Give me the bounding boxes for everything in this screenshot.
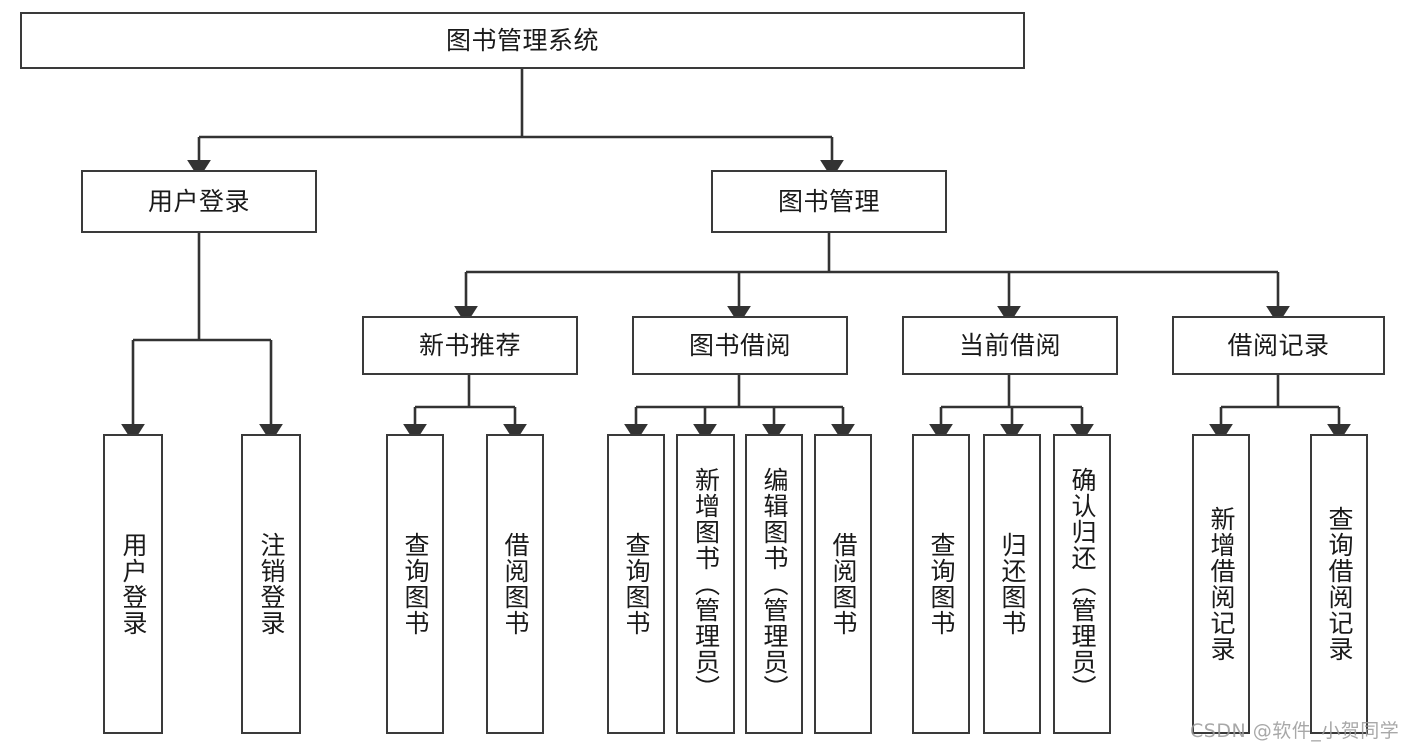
node-leaf-query-book-3[interactable]: 查询图书 — [912, 434, 970, 734]
node-root-label: 图书管理系统 — [445, 25, 599, 55]
node-leaf-edit-book[interactable]: 编辑图书（管理员） — [745, 434, 803, 734]
node-leaf-borrow-book-1[interactable]: 借阅图书 — [486, 434, 544, 734]
node-leaf-user-logout-label: 注销登录 — [257, 532, 286, 636]
node-book-borrow-label: 图书借阅 — [688, 330, 791, 360]
node-leaf-user-logout[interactable]: 注销登录 — [241, 434, 301, 734]
node-leaf-edit-book-label: 编辑图书（管理员） — [760, 467, 789, 701]
node-leaf-query-book-2[interactable]: 查询图书 — [607, 434, 665, 734]
node-leaf-return-book-label: 归还图书 — [998, 532, 1027, 636]
node-leaf-query-book-2-label: 查询图书 — [622, 532, 651, 636]
node-leaf-borrow-book-2-label: 借阅图书 — [829, 532, 858, 636]
node-leaf-query-record[interactable]: 查询借阅记录 — [1310, 434, 1368, 734]
node-leaf-query-book-3-label: 查询图书 — [927, 532, 956, 636]
node-leaf-add-book-label: 新增图书（管理员） — [691, 467, 721, 701]
node-leaf-add-record-label: 新增借阅记录 — [1207, 506, 1236, 662]
node-user-login[interactable]: 用户登录 — [81, 170, 317, 233]
node-leaf-add-record[interactable]: 新增借阅记录 — [1192, 434, 1250, 734]
node-leaf-borrow-book-1-label: 借阅图书 — [501, 532, 530, 636]
node-leaf-query-record-label: 查询借阅记录 — [1325, 506, 1354, 662]
node-leaf-confirm-return[interactable]: 确认归还（管理员） — [1053, 434, 1111, 734]
node-leaf-query-book-1-label: 查询图书 — [401, 532, 430, 636]
node-leaf-confirm-return-label: 确认归还（管理员） — [1068, 467, 1097, 701]
node-leaf-query-book-1[interactable]: 查询图书 — [386, 434, 444, 734]
node-leaf-add-book[interactable]: 新增图书（管理员） — [676, 434, 735, 734]
node-borrow-record[interactable]: 借阅记录 — [1172, 316, 1385, 375]
node-leaf-return-book[interactable]: 归还图书 — [983, 434, 1041, 734]
node-new-book-recommend-label: 新书推荐 — [418, 330, 521, 360]
node-root[interactable]: 图书管理系统 — [20, 12, 1025, 69]
node-leaf-user-login-label: 用户登录 — [119, 532, 148, 636]
node-current-borrow[interactable]: 当前借阅 — [902, 316, 1118, 375]
node-user-login-label: 用户登录 — [147, 186, 250, 216]
node-leaf-user-login[interactable]: 用户登录 — [103, 434, 163, 734]
node-book-manage[interactable]: 图书管理 — [711, 170, 947, 233]
node-leaf-borrow-book-2[interactable]: 借阅图书 — [814, 434, 872, 734]
csdn-watermark: CSDN @软件_小贺同学 — [1190, 720, 1400, 742]
node-new-book-recommend[interactable]: 新书推荐 — [362, 316, 578, 375]
node-borrow-record-label: 借阅记录 — [1227, 330, 1330, 360]
node-book-borrow[interactable]: 图书借阅 — [632, 316, 848, 375]
node-current-borrow-label: 当前借阅 — [958, 330, 1061, 360]
node-book-manage-label: 图书管理 — [777, 186, 880, 216]
